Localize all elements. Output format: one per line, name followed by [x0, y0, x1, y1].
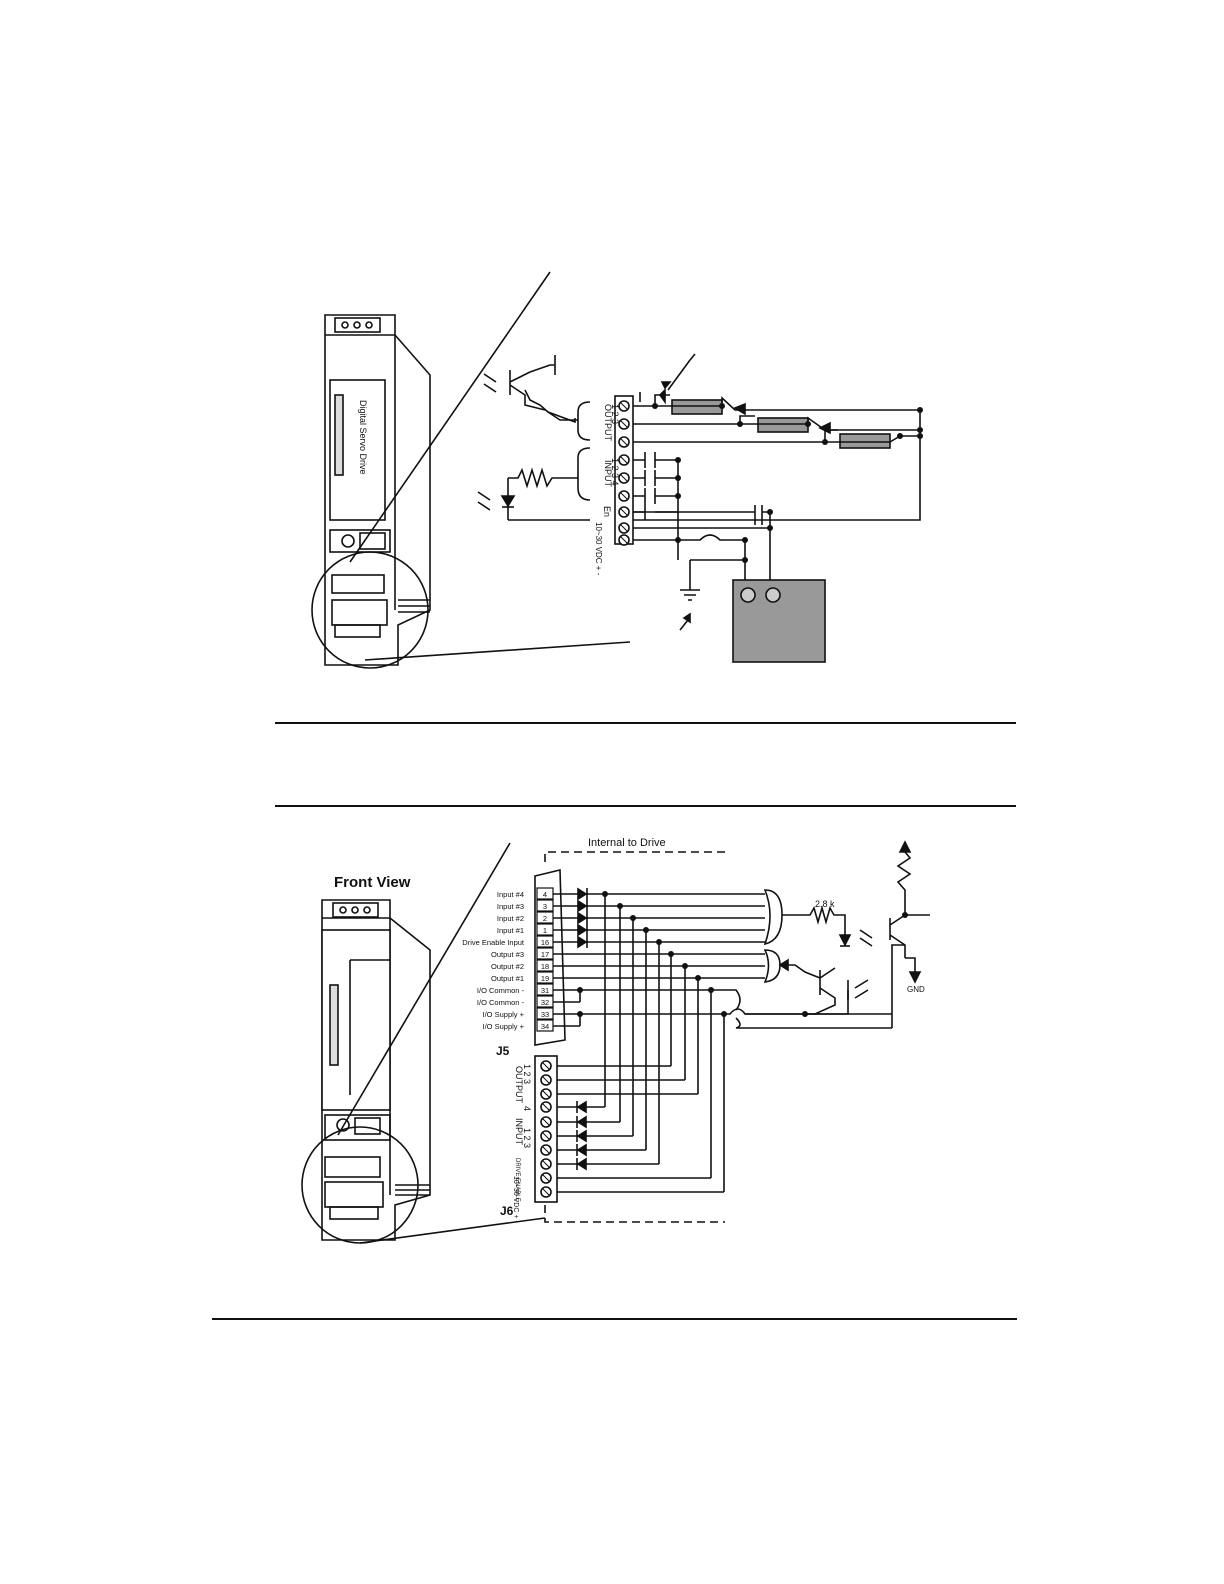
j6-label-output: OUTPUT	[514, 1066, 524, 1104]
front-view-title: Front View	[334, 874, 411, 891]
j5-pin-number: 1	[543, 926, 547, 935]
gnd-label: GND	[907, 985, 925, 994]
j5-pin-number: 31	[541, 986, 549, 995]
j5-pin-label: I/O Supply +	[483, 1022, 525, 1031]
connector-j6-label: J6	[500, 1204, 514, 1218]
j6-label-four: 4	[522, 1106, 532, 1111]
j6-label-input-nums: 1 2 3	[522, 1128, 532, 1148]
top-label-en: En	[602, 506, 612, 517]
top-label-supply: 10~30 VDC + -	[594, 522, 603, 576]
j6-label-drive-enable: DRIVE ENABLE	[514, 1158, 520, 1202]
j6-label-input: INPUT	[514, 1118, 524, 1146]
j6-label-output-nums: 1 2 3	[522, 1064, 532, 1084]
j5-pin-number: 16	[541, 938, 549, 947]
divider-middle	[275, 805, 1016, 807]
j5-pin-number: 32	[541, 998, 549, 1007]
top-wiring-diagram: Digital Servo Drive	[311, 271, 923, 669]
j5-pin-label: I/O Common -	[477, 986, 525, 995]
top-label-input: INPUT	[603, 460, 613, 488]
j5-pin-number: 3	[543, 902, 547, 911]
j5-pin-label: Input #2	[497, 914, 524, 923]
divider-top	[275, 722, 1016, 724]
j5-pin-number: 34	[541, 1022, 549, 1031]
j5-pin-label: Output #3	[491, 950, 524, 959]
top-label-output: OUTPUT	[603, 404, 613, 442]
j5-pin-label: I/O Common -	[477, 998, 525, 1007]
resistor-value-label: 2.8 k	[815, 899, 835, 909]
j5-pin-number: 17	[541, 950, 549, 959]
j5-pin-label: Input #3	[497, 902, 524, 911]
j5-pin-number: 33	[541, 1010, 549, 1019]
divider-bottom	[212, 1318, 1017, 1320]
j5-pin-label: Output #2	[491, 962, 524, 971]
j5-pin-label: I/O Supply +	[483, 1010, 525, 1019]
j5-pin-label: Input #1	[497, 926, 524, 935]
internal-to-drive-label: Internal to Drive	[588, 837, 666, 849]
connector-j5-label: J5	[496, 1044, 510, 1058]
j5-pin-number: 19	[541, 974, 549, 983]
top-label-input-nums: 1 2 3 4	[610, 458, 620, 486]
j5-pin-number: 18	[541, 962, 549, 971]
j5-pin-label: Input #4	[497, 890, 524, 899]
j5-pin-label: Output #1	[491, 974, 524, 983]
j5-pin-label: Drive Enable Input	[462, 938, 525, 947]
svg-text:Digital Servo Drive: Digital Servo Drive	[358, 400, 368, 475]
top-label-output-nums: 1 2 3	[610, 404, 620, 424]
j5-pin-number: 2	[543, 914, 547, 923]
j5-pin-number: 4	[543, 890, 547, 899]
j6-label-supply: 10~30 VDC + -	[512, 1176, 519, 1223]
